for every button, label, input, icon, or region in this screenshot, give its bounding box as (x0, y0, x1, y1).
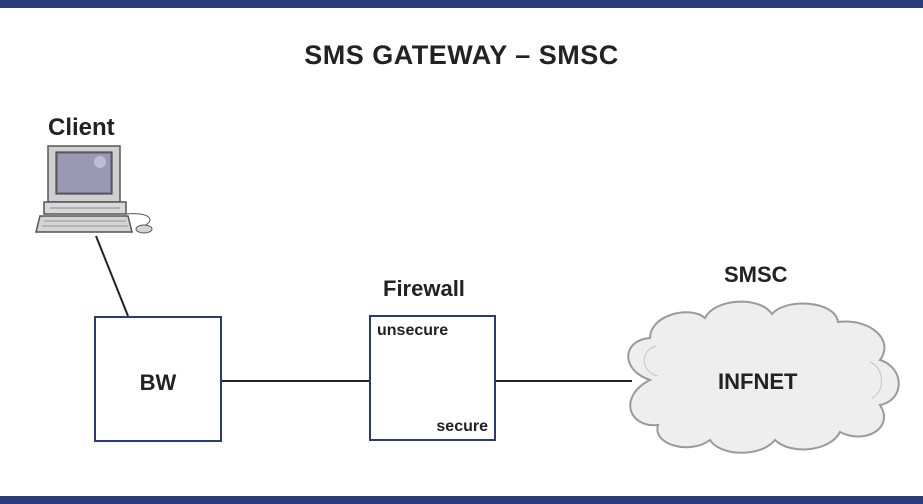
firewall-unsecure-label: unsecure (377, 322, 449, 339)
page-title: SMS GATEWAY – SMSC (304, 40, 619, 70)
bottom-bar (0, 496, 923, 504)
bw-label: BW (139, 370, 177, 395)
firewall-node: unsecure secure (369, 315, 496, 441)
client-label: Client (48, 114, 115, 141)
client-bw-link (95, 235, 129, 317)
cloud-icon (627, 300, 900, 454)
smsc-label: SMSC (724, 262, 788, 287)
firewall-secure-label: secure (436, 418, 488, 435)
top-bar (0, 0, 923, 8)
bw-node: BW (94, 316, 222, 442)
infnet-label: INFNET (718, 369, 798, 394)
firewall-label: Firewall (383, 276, 465, 301)
computer-icon (35, 145, 153, 234)
